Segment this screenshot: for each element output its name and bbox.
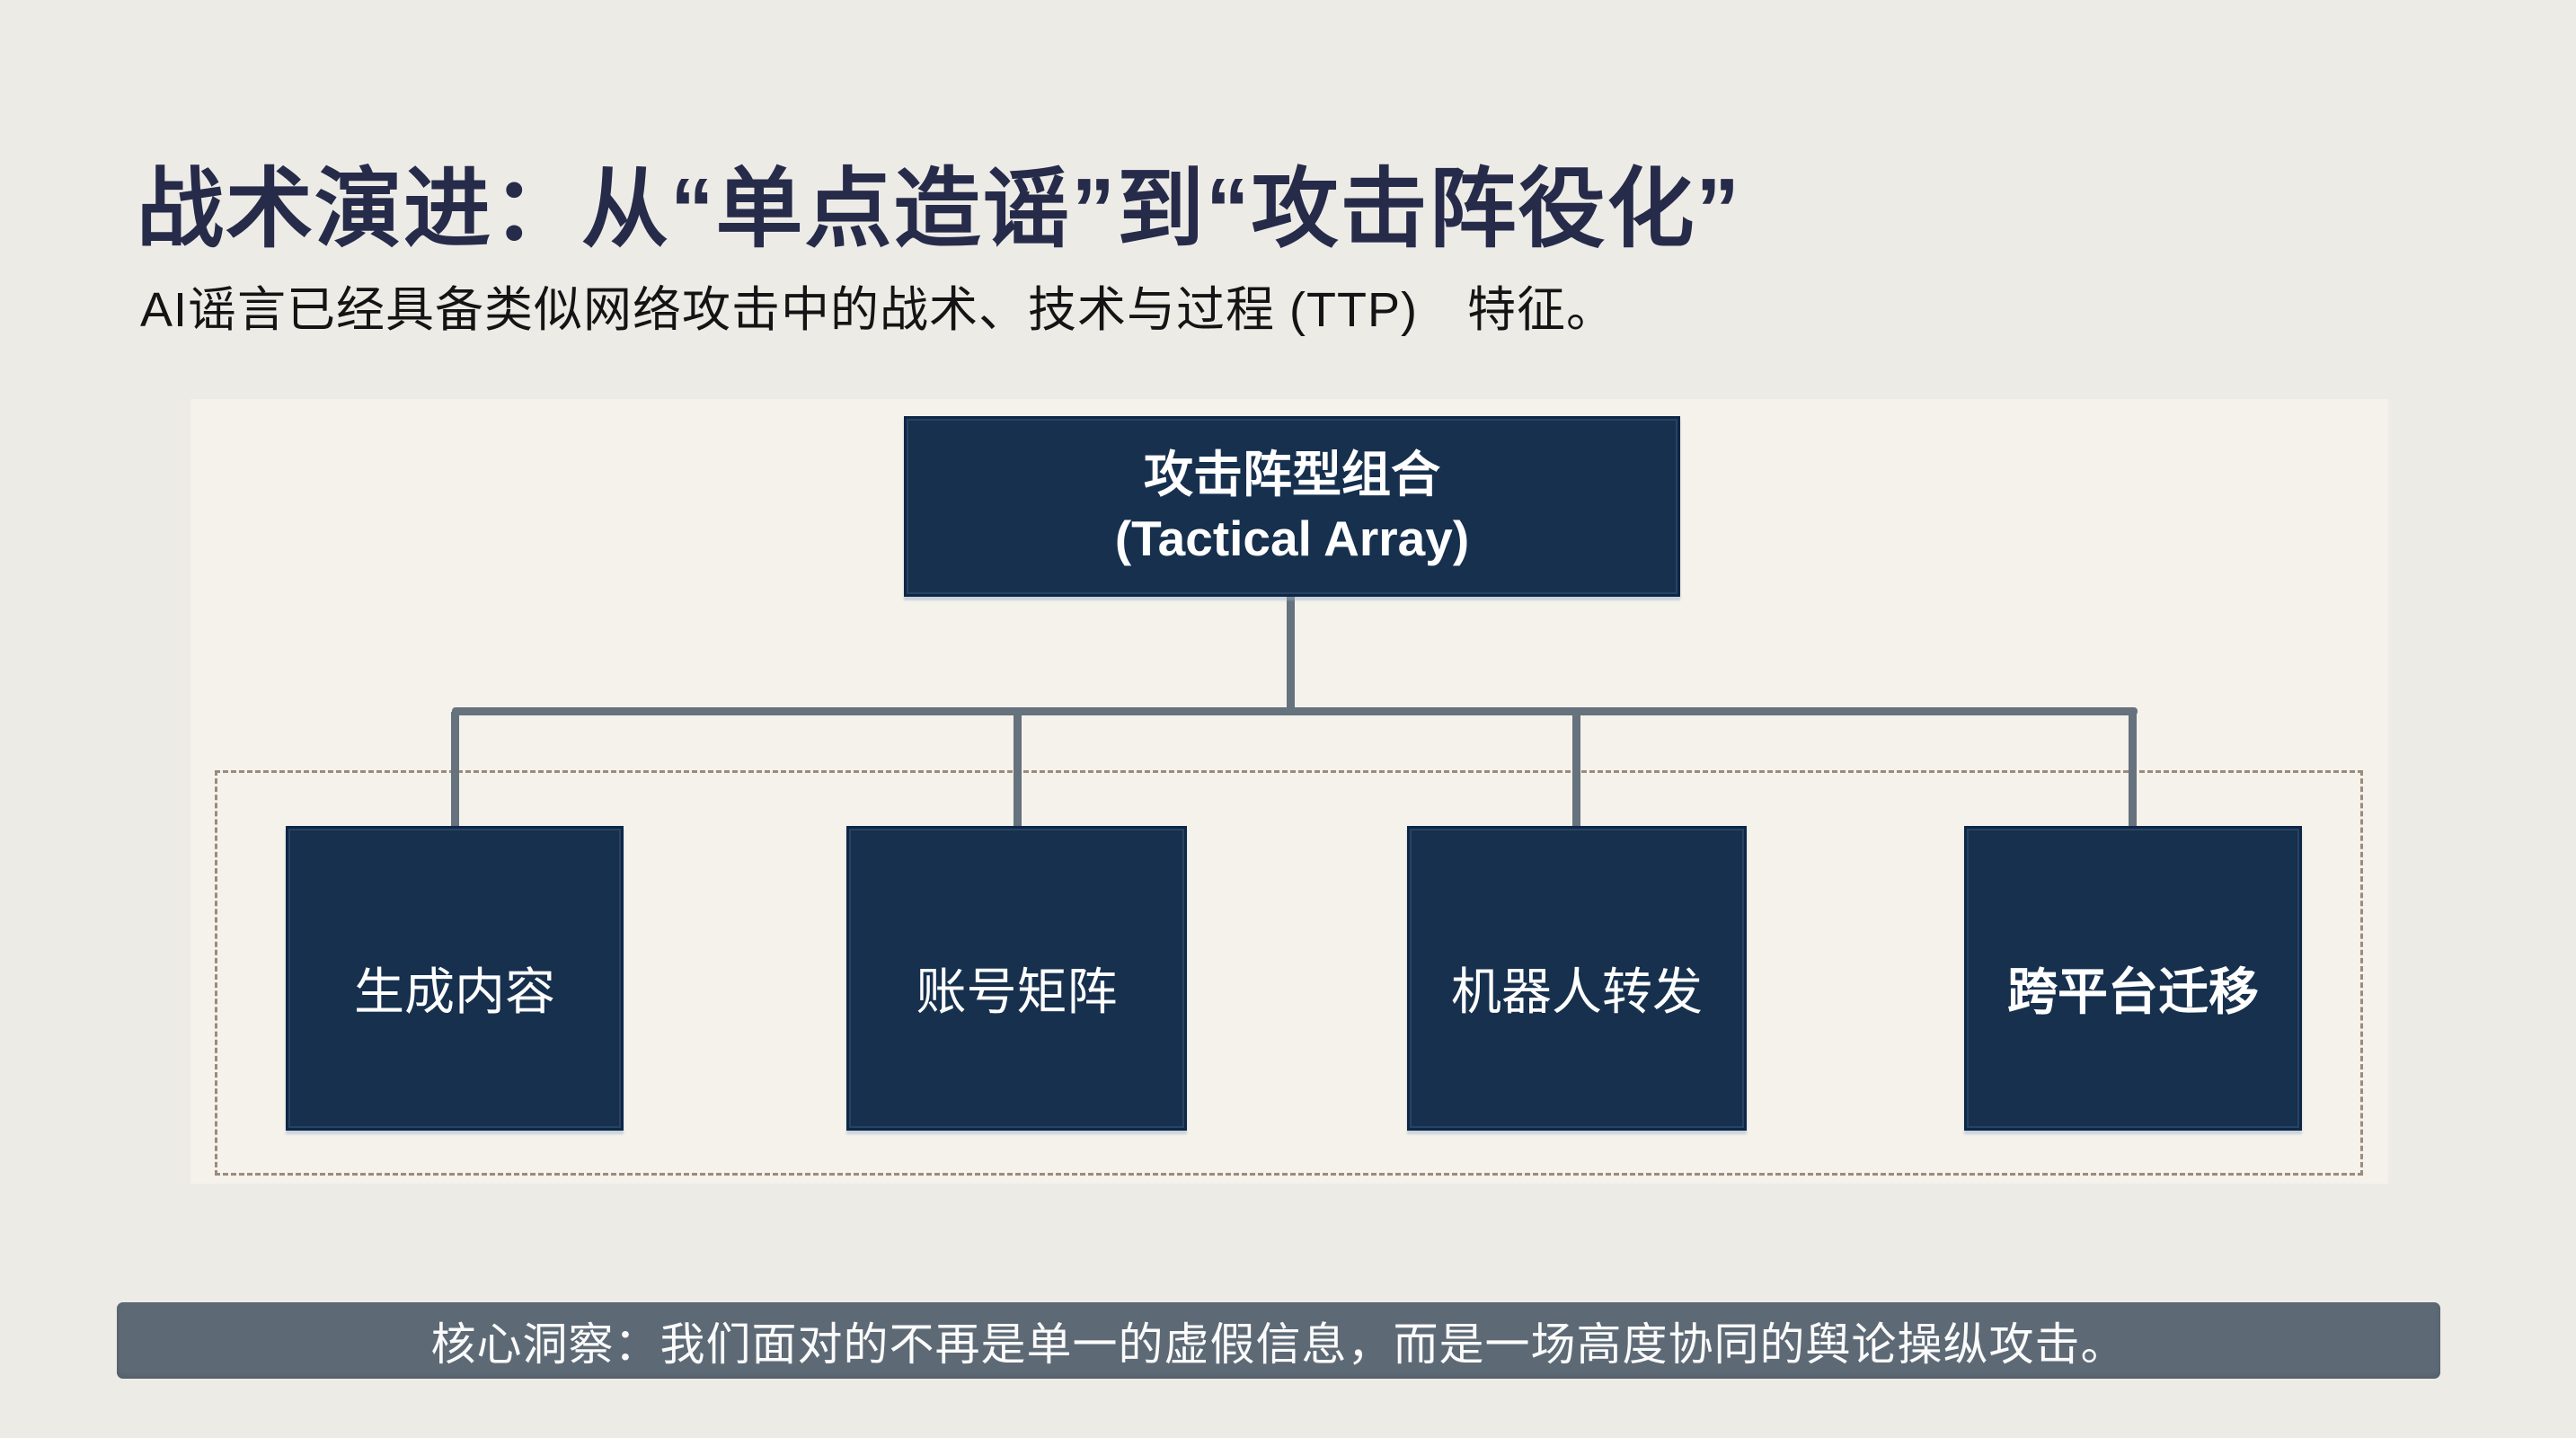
connector-horizontal: [452, 707, 2138, 715]
key-insight-text: 核心洞察：我们面对的不再是单一的虚假信息，而是一场高度协同的舆论操纵攻击。: [430, 1318, 2127, 1370]
root-node-line2: (Tactical Array): [1114, 510, 1470, 566]
key-insight-banner: 核心洞察：我们面对的不再是单一的虚假信息，而是一场高度协同的舆论操纵攻击。: [117, 1302, 2440, 1379]
child-node-label: 机器人转发: [1451, 963, 1703, 1020]
root-node-tactical-array: 攻击阵型组合 (Tactical Array): [904, 416, 1680, 597]
root-node-label: 攻击阵型组合 (Tactical Array): [1115, 443, 1469, 570]
slide-title: 战术演进：从“单点造谣”到“攻击阵役化”: [137, 159, 1741, 258]
root-node-line1: 攻击阵型组合: [1143, 447, 1440, 503]
connector-drop-4: [2129, 712, 2137, 829]
child-node-label: 账号矩阵: [916, 963, 1118, 1020]
child-node-account-matrix: 账号矩阵: [846, 826, 1187, 1131]
connector-drop-2: [1014, 712, 1022, 829]
connector-drop-3: [1572, 712, 1580, 829]
tactics-dashed-group: [215, 770, 2363, 1176]
child-node-generated-content: 生成内容: [286, 826, 624, 1131]
connector-root-stem: [1287, 597, 1295, 711]
connector-drop-1: [451, 712, 459, 829]
slide-subtitle: AI谣言已经具备类似网络攻击中的战术、技术与过程 (TTP) 特征。: [140, 283, 1616, 337]
child-node-label: 生成内容: [354, 963, 555, 1020]
child-node-bot-reposting: 机器人转发: [1407, 826, 1747, 1131]
child-node-cross-platform-migration: 跨平台迁移: [1964, 826, 2302, 1131]
child-node-label: 跨平台迁移: [2007, 963, 2259, 1020]
